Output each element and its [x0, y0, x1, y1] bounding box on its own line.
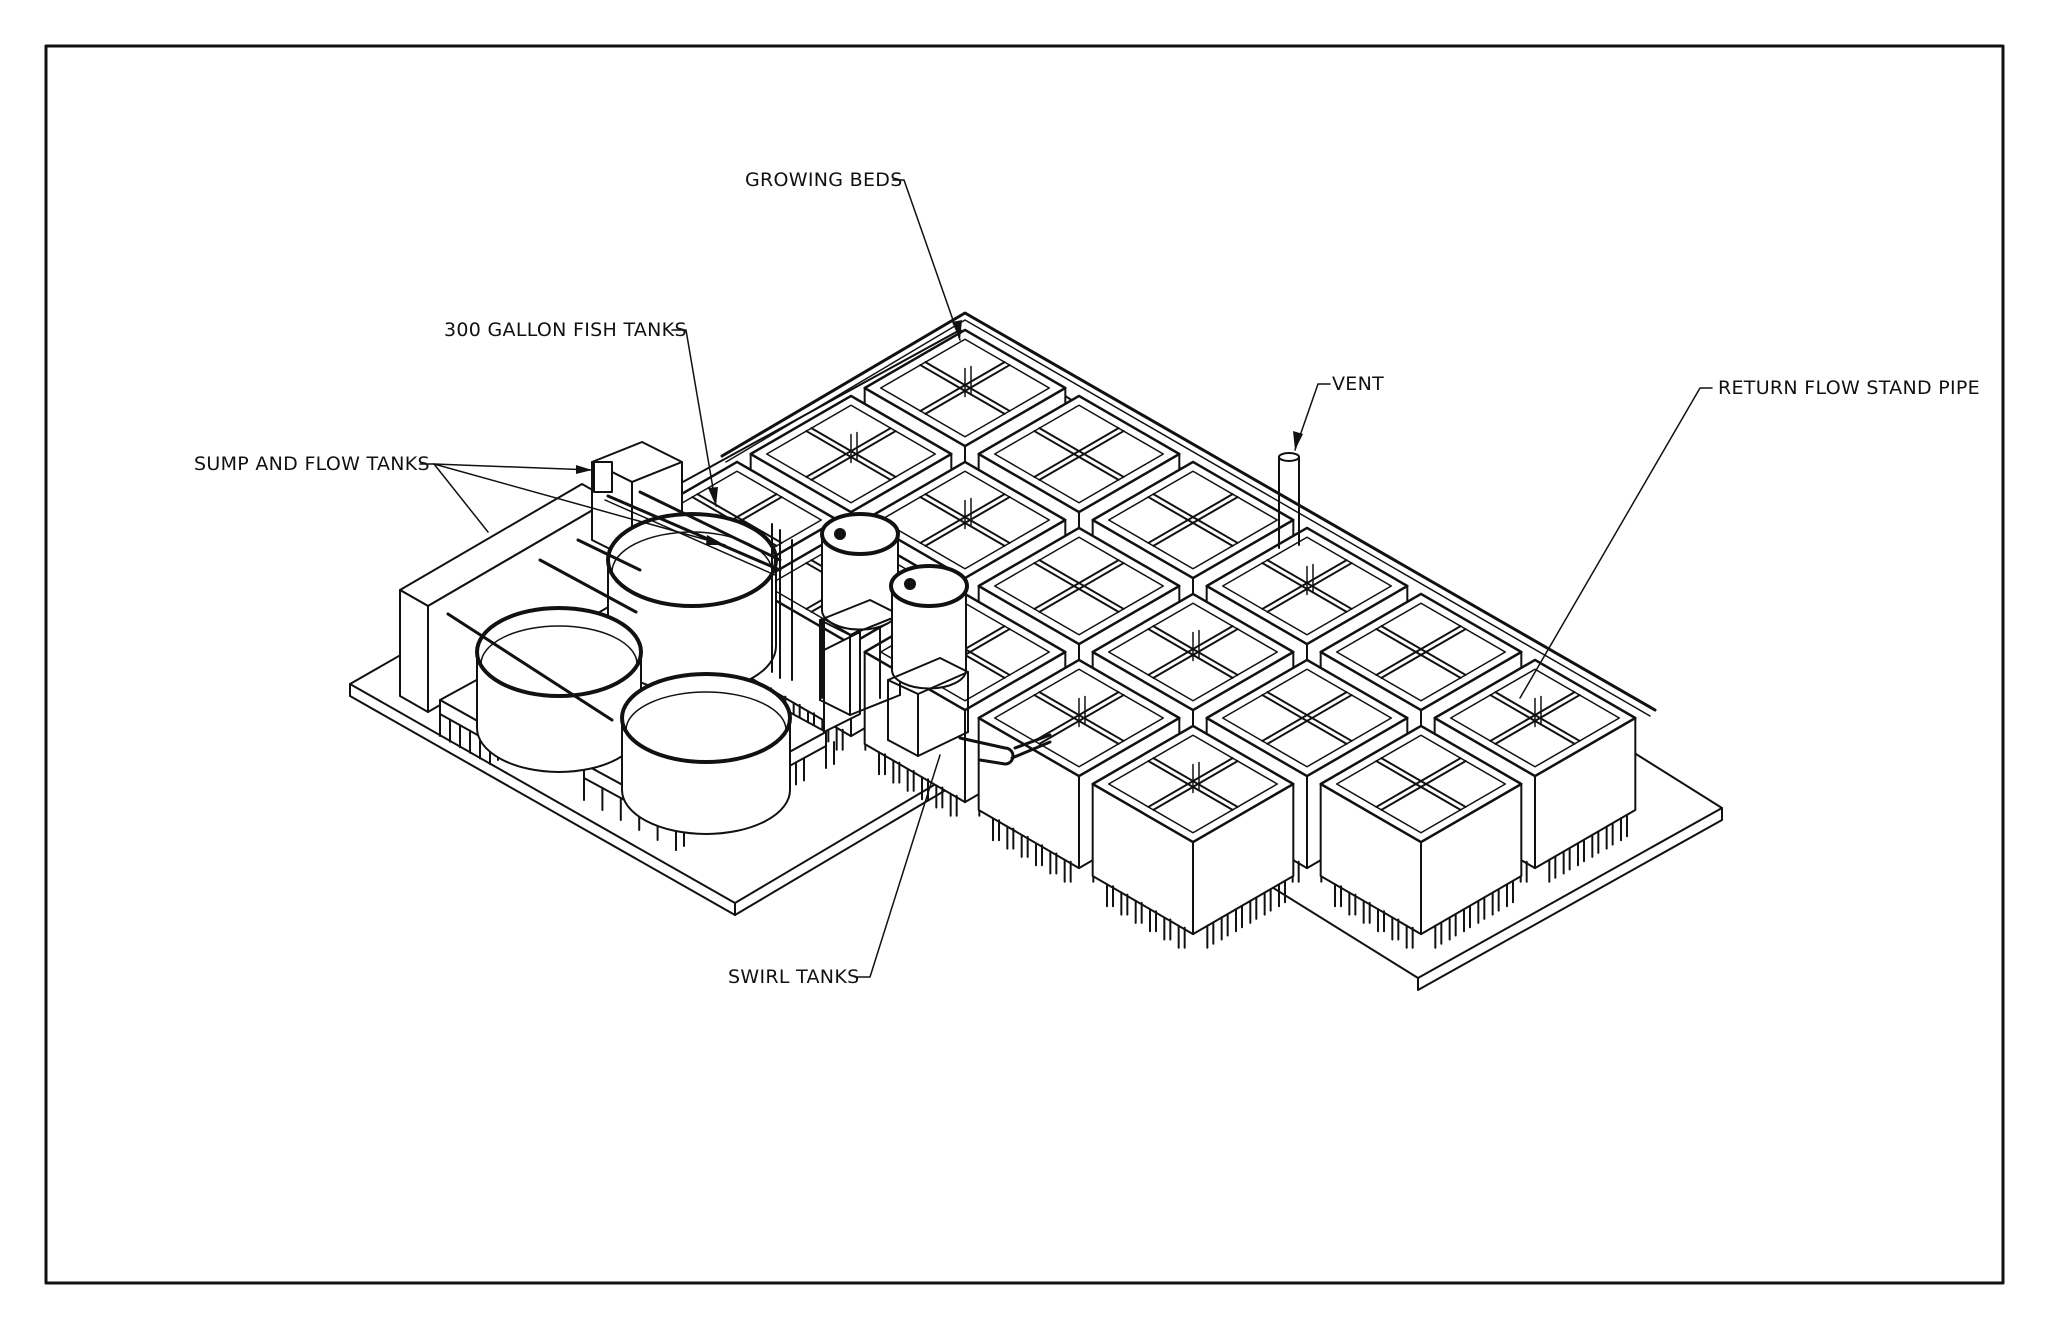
fish-tank-left [475, 606, 643, 773]
fish-tanks [475, 512, 792, 835]
bed-pipe-rail [720, 311, 1657, 717]
sump-and-flow-tanks [399, 441, 683, 713]
swirl-tanks [771, 512, 969, 757]
return-pipe [958, 733, 1052, 766]
fish-tank-back [606, 512, 778, 693]
swirl-tank-2 [887, 564, 969, 757]
sheet-border [44, 44, 2005, 1285]
fish-tank-pipes [446, 490, 782, 722]
vent-pipe [1278, 452, 1300, 549]
callout-labels: GROWING BEDS 300 GALLON FISH TANKS SUMP … [194, 169, 1980, 988]
label-fish-tanks: 300 GALLON FISH TANKS [444, 319, 687, 341]
fish-tank-front [620, 672, 792, 835]
label-swirl-tanks: SWIRL TANKS [728, 966, 859, 988]
label-growing-beds: GROWING BEDS [745, 169, 903, 191]
leader-arrows [576, 320, 1303, 545]
leader-lines [419, 179, 1713, 978]
label-sump-flow-tanks: SUMP AND FLOW TANKS [194, 453, 430, 475]
label-return-flow-stand-pipe: RETURN FLOW STAND PIPE [1718, 377, 1980, 399]
label-vent: VENT [1332, 373, 1384, 395]
